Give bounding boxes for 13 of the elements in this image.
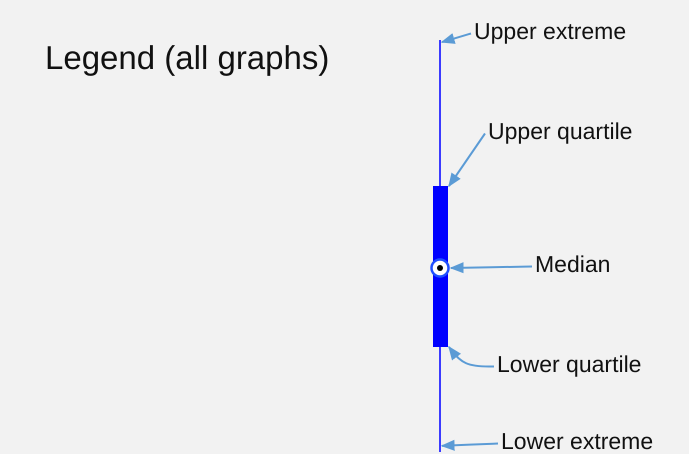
leader-line [440,440,498,451]
leader-line [440,32,472,44]
label-text: Lower quartile [497,353,642,376]
leader-line [448,132,486,188]
label-text: Median [535,253,610,276]
label-text: Upper extreme [474,20,626,43]
leader-line [448,346,494,368]
median-marker [430,258,450,278]
quartile-bar [433,186,448,347]
leader-line [450,262,532,274]
legend-title: Legend (all graphs) [45,40,330,76]
label-text: Lower extreme [501,430,654,453]
label-text: Upper quartile [488,120,632,143]
